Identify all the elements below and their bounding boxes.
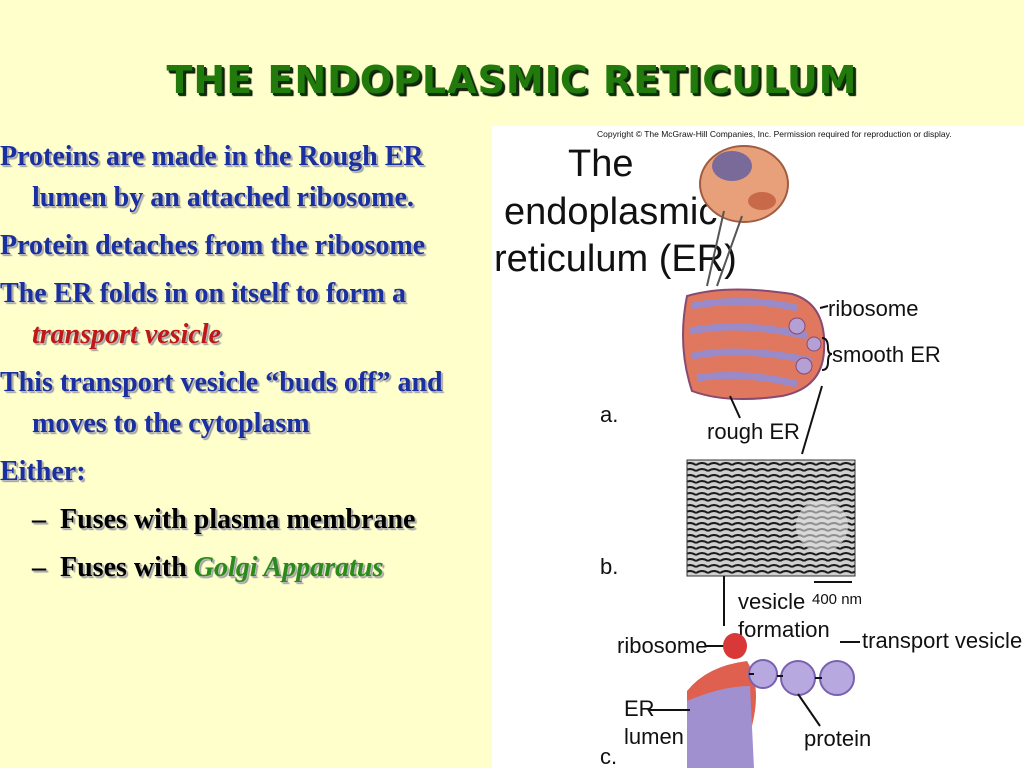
zoom-line-left	[706, 210, 725, 287]
vesicle-arrows	[749, 673, 822, 679]
label-er-line2: lumen	[624, 724, 684, 749]
rough-er-pointer	[729, 395, 741, 419]
panel-c-label: c.	[600, 744, 617, 768]
sub-bullet-plasma: – Fuses with plasma membrane	[0, 499, 492, 540]
bullet-detaches: Protein detaches from the ribosome	[0, 230, 426, 261]
label-vesicle-line1: vesicle	[738, 589, 805, 614]
scale-bar-label: 400 nm	[812, 591, 862, 608]
label-ribosome-bottom: ribosome	[617, 633, 707, 658]
cell-icon	[699, 145, 789, 223]
ribosome-dot	[723, 633, 747, 659]
panel-a-label: a.	[600, 402, 618, 427]
bullet-proteins: Proteins are made in the Rough ER lumen …	[0, 141, 424, 213]
ribosome-pointer-top	[819, 305, 829, 309]
copyright-notice: Copyright © The McGraw-Hill Companies, I…	[597, 129, 952, 139]
panel-b-label: b.	[600, 554, 618, 579]
er-figure: Copyright © The McGraw-Hill Companies, I…	[492, 126, 1024, 768]
em-smooth-region	[796, 500, 848, 552]
bullet-folds: The ER folds in on itself to form a tran…	[0, 273, 492, 355]
dash-1: –	[32, 504, 46, 535]
label-ribosome-top: ribosome	[828, 296, 918, 321]
label-rough-er: rough ER	[707, 419, 800, 444]
protein-pointer	[797, 693, 821, 727]
sub-bullet-golgi-text: Fuses with	[60, 552, 194, 583]
label-transport-vesicle: transport vesicle	[862, 628, 1022, 653]
figure-heading-line2: endoplasmic	[504, 191, 717, 233]
sub-bullet-plasma-text: Fuses with plasma membrane	[60, 504, 416, 535]
bullet-list: Proteins are made in the Rough ER lumen …	[0, 136, 492, 595]
label-smooth-er: smooth ER	[832, 342, 941, 367]
golgi-emphasis: Golgi Apparatus	[193, 552, 384, 583]
bullet-folds-text: The ER folds in on itself to form a	[0, 278, 406, 309]
bullet-either: Either:	[0, 456, 86, 487]
smooth-er-brace	[821, 337, 833, 371]
label-protein: protein	[804, 726, 871, 751]
figure-heading-line1: The	[568, 143, 633, 185]
figure-heading-line3: reticulum (ER)	[494, 238, 737, 280]
er-figure-svg: Copyright © The McGraw-Hill Companies, I…	[494, 129, 1022, 768]
transport-vesicle-emphasis: transport vesicle	[32, 319, 221, 350]
bullet-buds-off: This transport vesicle “buds off” and mo…	[0, 367, 443, 439]
forming-vesicle	[780, 660, 816, 696]
smooth-er-pointer	[801, 385, 823, 455]
dash-2: –	[32, 552, 46, 583]
label-er-line1: ER	[624, 696, 655, 721]
sub-bullet-golgi: – Fuses with Golgi Apparatus	[0, 547, 492, 588]
er-membrane-section	[687, 633, 756, 768]
label-vesicle-line2: formation	[738, 617, 830, 642]
slide-title: The Endoplasmic Reticulum	[166, 58, 858, 102]
er-drawing	[682, 288, 826, 401]
transport-vesicle-circle	[819, 660, 855, 696]
zoom-line-right	[716, 215, 743, 287]
